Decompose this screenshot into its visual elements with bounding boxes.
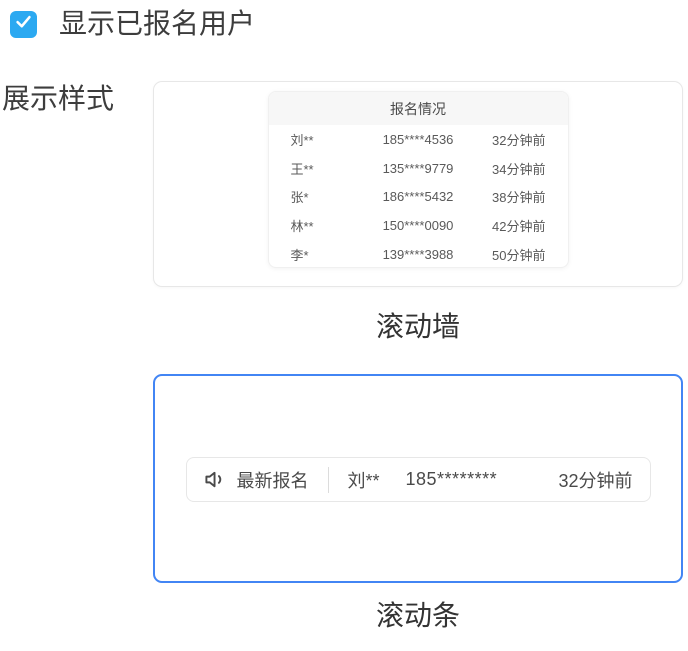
option-label-scroll-bar: 滚动条 <box>375 600 460 631</box>
checkmark-icon <box>14 12 33 36</box>
ticker-phone: 185******** <box>405 469 498 489</box>
show-registered-users-checkbox[interactable] <box>10 10 37 38</box>
row-name: 林** <box>290 219 314 235</box>
row-time: 38分钟前 <box>492 190 546 206</box>
row-time: 32分钟前 <box>492 132 546 148</box>
row-phone: 135****9779 <box>382 160 454 176</box>
row-time: 50分钟前 <box>492 248 546 264</box>
table-row: 张* 186****5432 38分钟前 <box>269 183 568 212</box>
table-row: 林** 150****0090 42分钟前 <box>269 211 568 240</box>
signup-table-body: 刘** 185****4536 32分钟前 王** 135****9779 34… <box>269 125 568 267</box>
option-card-scroll-bar[interactable]: 最新报名 刘** 185******** 32分钟前 <box>153 374 683 583</box>
vertical-divider <box>327 466 329 493</box>
speaker-icon <box>204 468 227 491</box>
row-time: 42分钟前 <box>492 219 546 235</box>
option-label-scroll-wall: 滚动墙 <box>375 311 460 342</box>
ticker-prefix: 最新报名 <box>236 470 309 491</box>
signup-table-title: 报名情况 <box>268 92 568 125</box>
show-registered-users-option: 显示已报名用户 <box>10 9 255 39</box>
row-phone: 150****0090 <box>382 218 454 234</box>
row-time: 34分钟前 <box>492 161 546 177</box>
option-card-scroll-wall[interactable]: 报名情况 刘** 185****4536 32分钟前 王** 135****97… <box>153 81 683 287</box>
table-row: 刘** 185****4536 32分钟前 <box>269 125 568 154</box>
checkbox-label: 显示已报名用户 <box>59 8 256 39</box>
signup-table-preview: 报名情况 刘** 185****4536 32分钟前 王** 135****97… <box>267 91 569 268</box>
field-label-display-style: 展示样式 <box>2 83 115 114</box>
row-phone: 185****4536 <box>382 131 454 147</box>
row-name: 张* <box>290 190 309 206</box>
table-row: 李* 139****3988 50分钟前 <box>269 240 568 267</box>
row-name: 刘** <box>290 132 314 148</box>
table-row: 王** 135****9779 34分钟前 <box>269 154 568 183</box>
row-phone: 186****5432 <box>382 189 454 205</box>
row-phone: 139****3988 <box>382 247 454 263</box>
ticker-name: 刘** <box>347 470 380 491</box>
ticker-time: 32分钟前 <box>558 470 633 491</box>
row-name: 王** <box>290 161 314 177</box>
ticker-bar-preview: 最新报名 刘** 185******** 32分钟前 <box>185 457 651 502</box>
row-name: 李* <box>290 248 309 264</box>
